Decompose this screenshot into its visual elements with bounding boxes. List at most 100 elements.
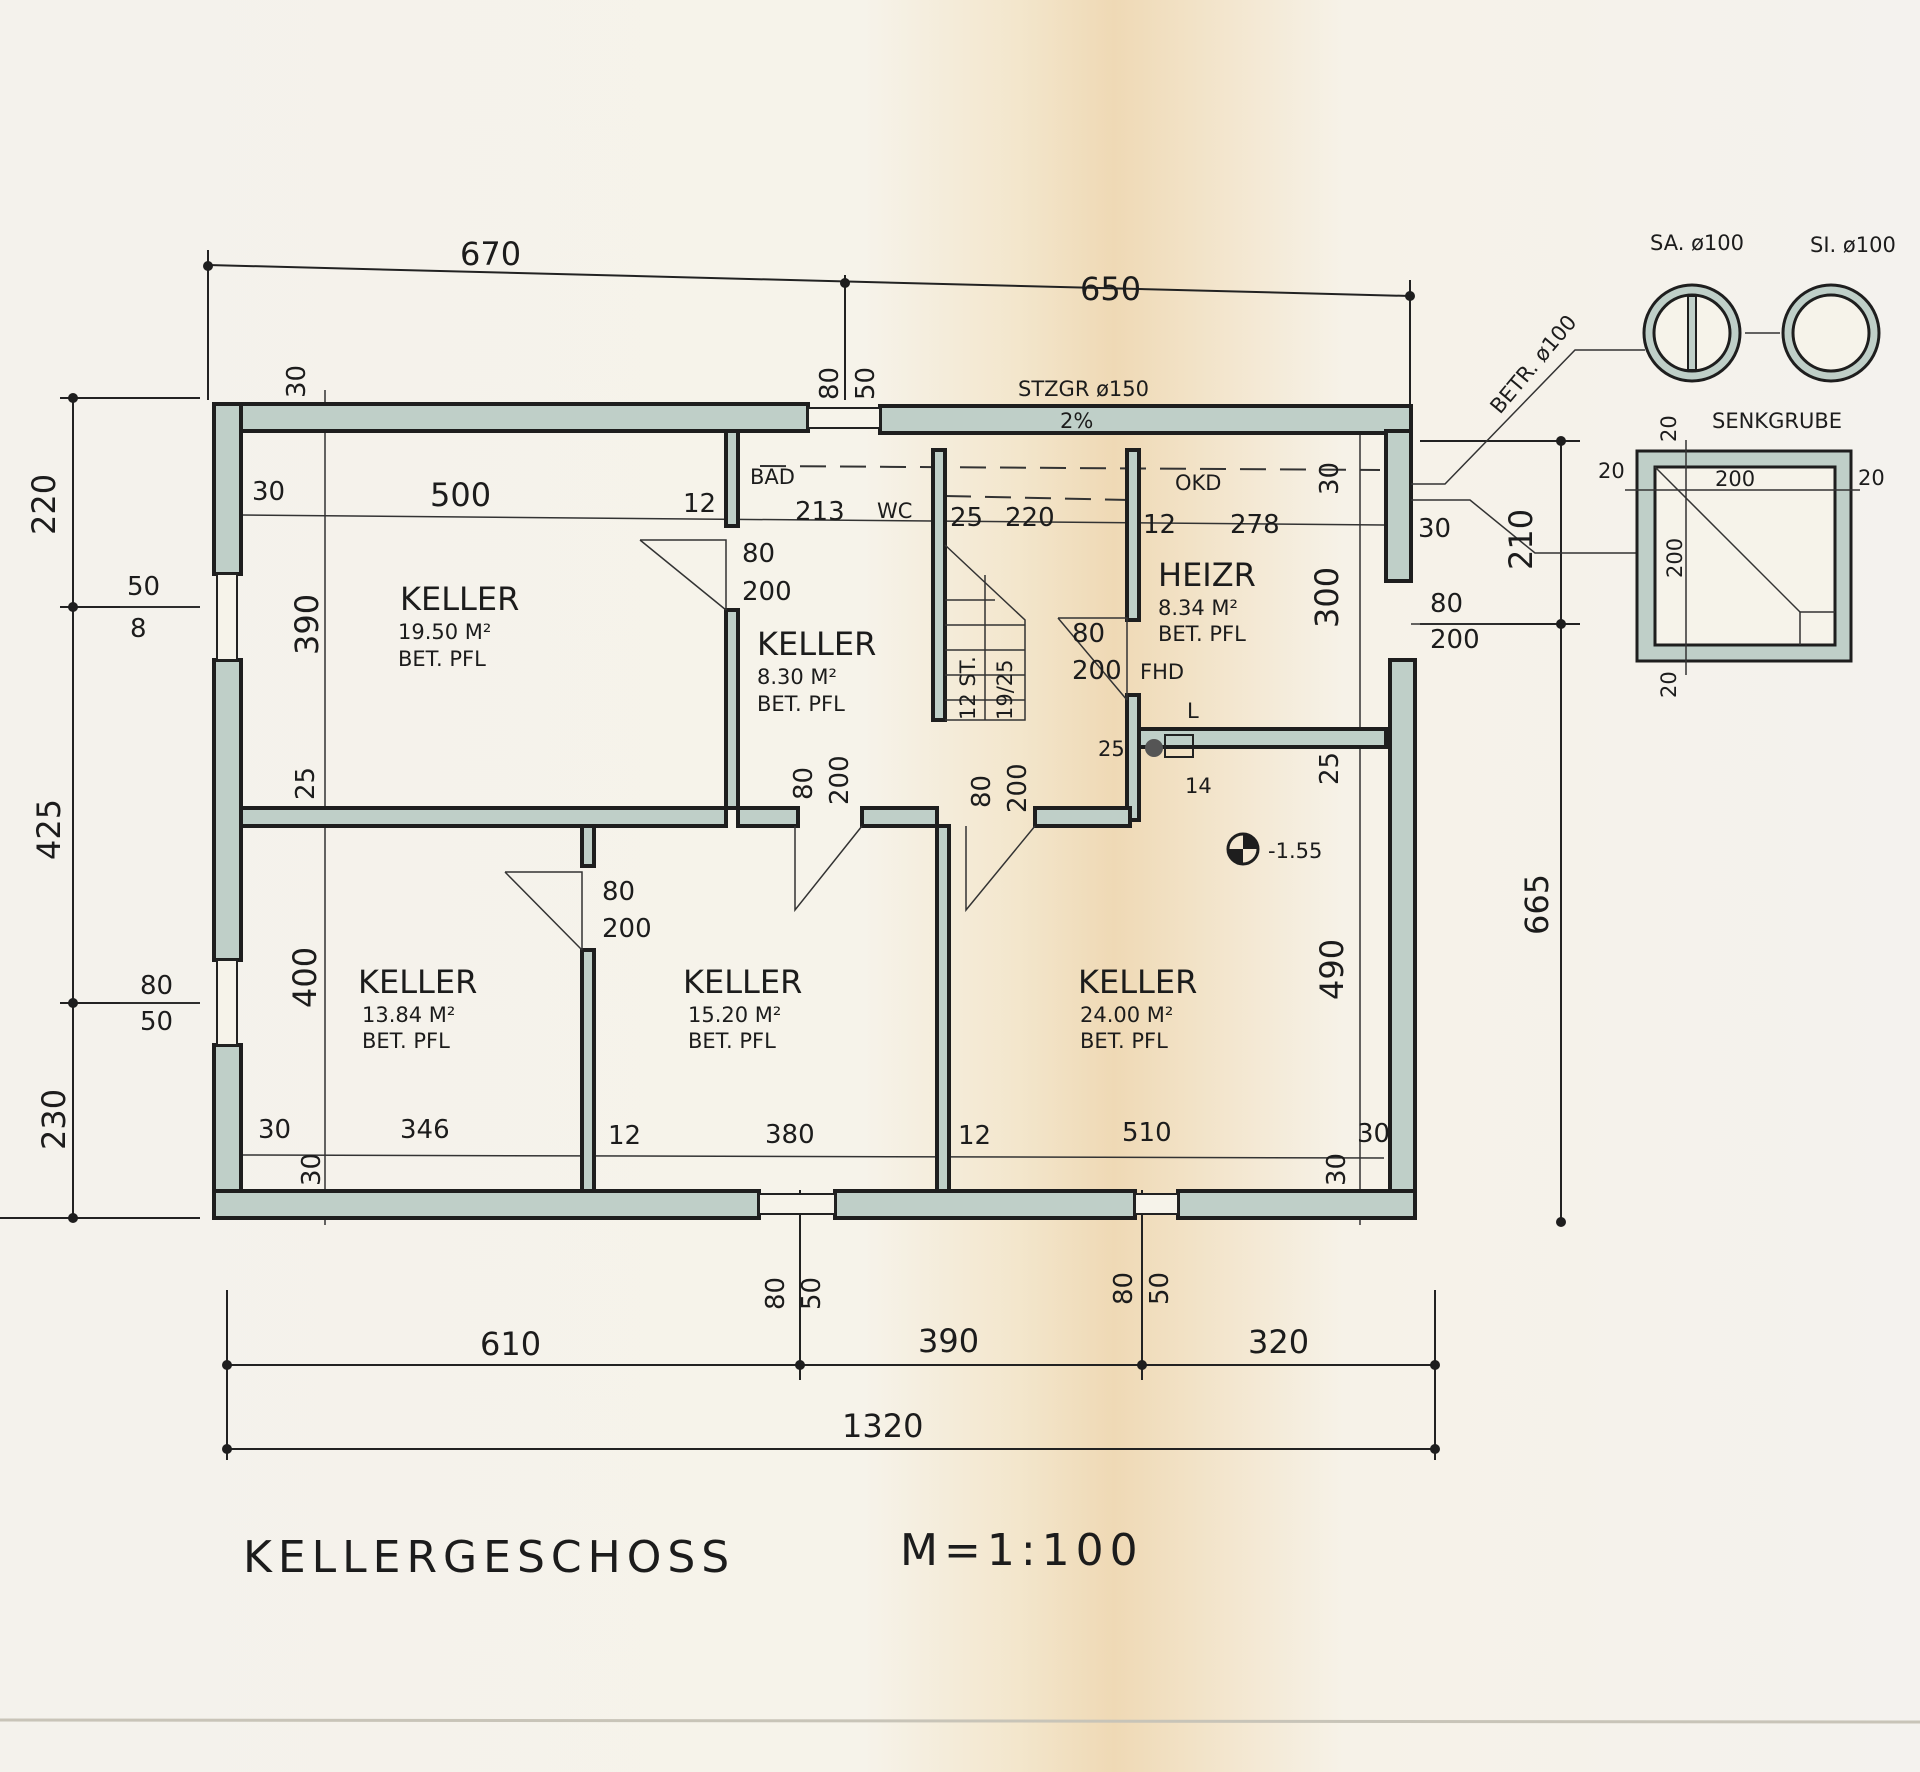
label-inner-d30: 30: [1418, 514, 1451, 544]
dim-210: 210: [1502, 509, 1540, 570]
label-inner-d12: 12: [958, 1121, 991, 1151]
label-inner-d380: 380: [765, 1120, 815, 1150]
label-inner-d200: 200: [742, 577, 792, 607]
label-rooms-3-floor: BET. PFL: [362, 1029, 450, 1053]
label-labels-betr: BETR. ø100: [1485, 310, 1581, 418]
label-inner-d220: 220: [1005, 503, 1055, 533]
label-inner-d20: 20: [1858, 466, 1885, 490]
label-inner-d80: 80: [789, 767, 819, 800]
label-rooms-4-floor: BET. PFL: [688, 1029, 776, 1053]
label-labels-level: -1.55: [1268, 839, 1322, 863]
label-inner-d500: 500: [430, 476, 491, 514]
label-inner-d50: 50: [851, 367, 881, 400]
dim-320: 320: [1248, 1323, 1309, 1361]
label-inner-d200: 200: [825, 755, 855, 805]
label-inner-d12: 12: [608, 1121, 641, 1151]
plan-scale: M=1:100: [900, 1525, 1144, 1576]
doors: [504, 539, 1128, 951]
label-rooms-0-floor: BET. PFL: [398, 647, 486, 671]
label-inner-d12: 12: [1143, 510, 1176, 540]
label-inner-d200: 200: [1003, 763, 1033, 813]
label-inner-d200: 200: [1430, 625, 1480, 655]
paper-edge: [0, 1718, 1920, 1724]
senkgrube: [1625, 440, 1860, 675]
label-rooms-1-name: KELLER: [757, 625, 876, 663]
label-inner-d400: 400: [286, 947, 324, 1008]
label-rooms-5-name: KELLER: [1078, 963, 1197, 1001]
dim-230: 230: [35, 1089, 73, 1150]
label-inner-d12: 12: [683, 489, 716, 519]
label-inner-d490: 490: [1313, 939, 1351, 1000]
label-rooms-0-area: 19.50 M²: [398, 620, 491, 644]
label-rooms-4-name: KELLER: [683, 963, 802, 1001]
plan-title: KELLERGESCHOSS: [243, 1532, 735, 1583]
label-inner-d14: 14: [1185, 774, 1212, 798]
label-inner-d20: 20: [1657, 671, 1681, 698]
staircase: [944, 544, 1026, 721]
label-inner-d200: 200: [1715, 467, 1755, 491]
label-inner-d213: 213: [795, 497, 845, 527]
label-labels-sa: SA. ø100: [1650, 231, 1744, 255]
label-rooms-5-area: 24.00 M²: [1080, 1003, 1173, 1027]
label-labels-senkgrube: SENKGRUBE: [1712, 409, 1842, 433]
label-labels-fhd: FHD: [1140, 660, 1184, 684]
label-rooms-1-floor: BET. PFL: [757, 692, 845, 716]
label-rooms-2-floor: BET. PFL: [1158, 622, 1246, 646]
label-inner-d80: 80: [815, 367, 845, 400]
label-inner-d50: 50: [797, 1277, 827, 1310]
label-inner-d346: 346: [400, 1115, 450, 1145]
label-inner-d278: 278: [1230, 510, 1280, 540]
label-inner-d50: 50: [140, 1007, 173, 1037]
dimension-labels: 670 650 220 425 230 665 210 610 390 320 …: [25, 235, 1556, 1445]
label-inner-d30: 30: [297, 1153, 327, 1186]
label-inner-d30: 30: [1357, 1119, 1390, 1149]
label-labels-slope: 2%: [1060, 409, 1093, 433]
label-inner-d80: 80: [1109, 1272, 1139, 1305]
label-inner-d80: 80: [742, 539, 775, 569]
label-rooms-1-area: 8.30 M²: [757, 665, 837, 689]
label-inner-d510: 510: [1122, 1118, 1172, 1148]
label-rooms-3-area: 13.84 M²: [362, 1003, 455, 1027]
label-inner-d25: 25: [950, 503, 983, 533]
label-inner-d30: 30: [258, 1115, 291, 1145]
label-inner-d390: 390: [288, 594, 326, 655]
label-inner-d200: 200: [1663, 538, 1687, 578]
dim-390: 390: [918, 1322, 979, 1360]
dim-650: 650: [1080, 270, 1141, 308]
label-inner-d80: 80: [1072, 619, 1105, 649]
label-labels-wc: WC: [877, 499, 912, 523]
walls: [212, 402, 1417, 1220]
label-inner-d8: 8: [130, 614, 147, 644]
label-rooms-5-floor: BET. PFL: [1080, 1029, 1168, 1053]
label-inner-d50: 50: [127, 572, 160, 602]
label-inner-d80: 80: [1430, 589, 1463, 619]
label-inner-d50: 50: [1145, 1272, 1175, 1305]
label-labels-stzgr: STZGR ø150: [1018, 377, 1149, 401]
label-inner-d30: 30: [282, 365, 312, 398]
label-inner-d20: 20: [1657, 415, 1681, 442]
label-inner-d20: 20: [1598, 459, 1625, 483]
dim-665: 665: [1518, 874, 1556, 935]
level-mark-icon: [1145, 734, 1260, 866]
dim-610: 610: [480, 1325, 541, 1363]
label-inner-d80: 80: [140, 971, 173, 1001]
label-rooms-2-area: 8.34 M²: [1158, 596, 1238, 620]
label-inner-d30: 30: [1315, 462, 1345, 495]
dim-425: 425: [30, 799, 68, 860]
label-inner-d80: 80: [761, 1277, 791, 1310]
label-inner-d25: 25: [291, 767, 321, 800]
label-inner-d30: 30: [252, 477, 285, 507]
manhole-sa: [1642, 283, 1742, 383]
label-labels-stairs_count: 12 ST.: [956, 656, 980, 720]
label-inner-d200: 200: [602, 914, 652, 944]
dim-1320: 1320: [842, 1407, 923, 1445]
